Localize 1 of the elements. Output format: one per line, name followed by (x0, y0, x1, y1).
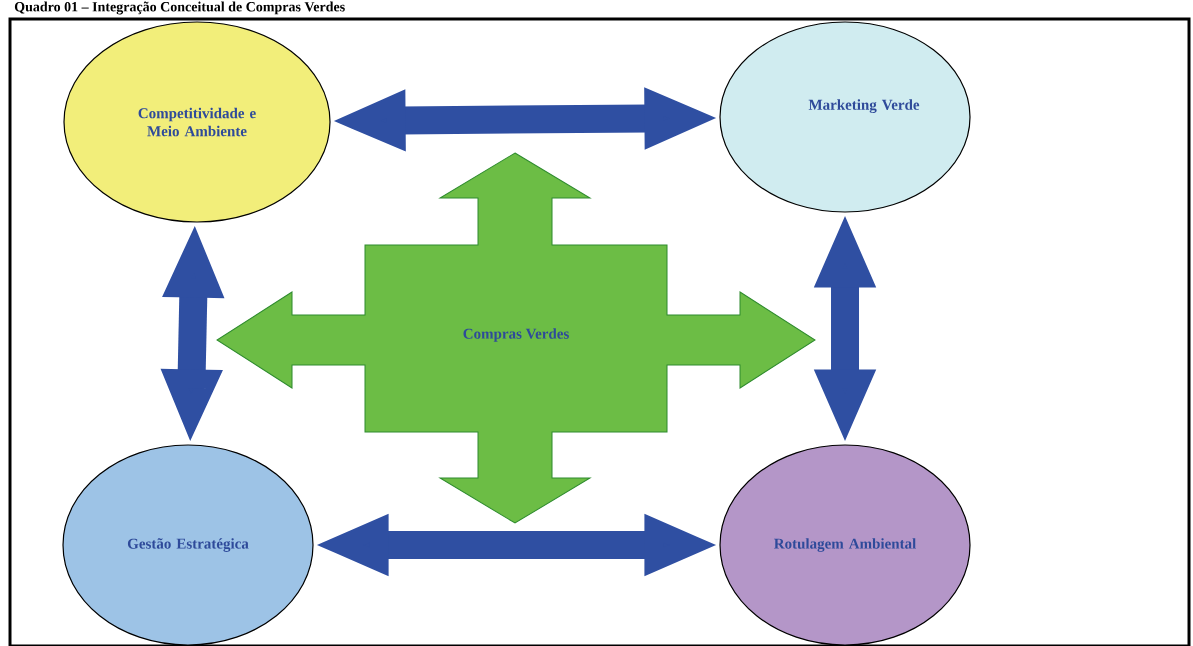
title: Quadro 01 – Integração Conceitual de Compras Verdes (14, 1, 345, 15)
